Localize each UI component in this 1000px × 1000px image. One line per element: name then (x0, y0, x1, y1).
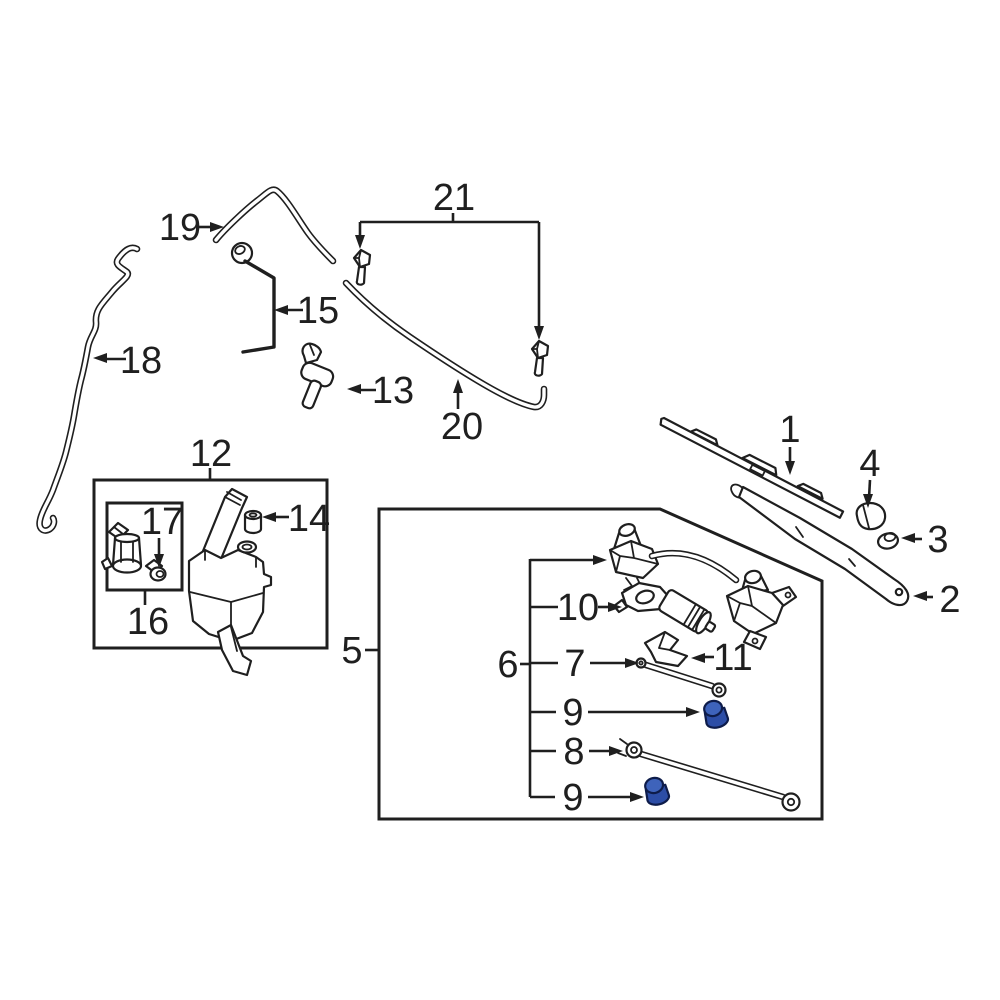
callout-20-label: 20 (441, 406, 483, 448)
callout-7: 7 (564, 643, 639, 685)
callout-5-label: 5 (341, 630, 362, 672)
callout-17-label: 17 (141, 501, 183, 543)
callout-21-label: 21 (433, 177, 475, 219)
hose-routing-bracket (241, 259, 276, 354)
grommet-dome (703, 699, 724, 718)
callout-11-label: 11 (713, 637, 752, 679)
reservoir-grommet (243, 509, 263, 535)
callout-9-upper: 9 (562, 692, 700, 734)
washer-hose-rear (36, 244, 141, 534)
callout-18-label: 18 (120, 340, 162, 382)
grommet-dome (644, 776, 665, 795)
callout-14: 14 (262, 498, 330, 540)
callout-12: 12 (190, 433, 232, 479)
washer-pump (100, 521, 143, 574)
washer-reservoir (187, 487, 273, 677)
callout-3: 3 (901, 519, 949, 561)
callout-1: 1 (779, 409, 801, 475)
pump-group-box (105, 501, 184, 592)
callout-21: 21 (355, 177, 544, 340)
callout-6: 6 (497, 644, 529, 686)
wiper-motor (612, 581, 717, 635)
callout-12-label: 12 (190, 433, 232, 475)
linkage-grommet-lower (644, 776, 671, 806)
washer-nozzle-right (530, 339, 550, 377)
linkage-group-box (377, 507, 824, 821)
callout-11: 11 (691, 637, 753, 679)
callout-2: 2 (913, 579, 961, 621)
washer-nozzle-left (352, 248, 372, 286)
callout-20: 20 (441, 379, 483, 448)
callout-2-label: 2 (939, 579, 960, 621)
motor-bracket (643, 630, 689, 668)
callout-8-label: 8 (563, 731, 584, 773)
callout-18: 18 (93, 340, 162, 382)
pump-grommet (144, 558, 167, 582)
pivot-cap (876, 532, 900, 550)
callout-15: 15 (274, 290, 339, 332)
callout-1-label: 1 (779, 409, 800, 451)
callout-15-label: 15 (297, 290, 339, 332)
callout-17: 17 (141, 501, 183, 568)
wiper-arm-cap (855, 501, 887, 531)
callout-8: 8 (563, 731, 623, 773)
linkage-grommet-upper (703, 699, 730, 729)
callout-9-lower-label: 9 (562, 777, 583, 819)
reservoir-group-box (92, 478, 329, 650)
washer-hose-front (342, 279, 548, 411)
callout-10: 10 (557, 587, 622, 629)
link-rod-top (648, 549, 740, 584)
wiper-arm (730, 483, 910, 607)
hose-grommet (230, 241, 254, 265)
callout-16-label: 16 (127, 601, 169, 643)
washer-hose-top (212, 186, 337, 265)
linkage-bracket-lines (528, 555, 607, 799)
link-rod-short (635, 657, 727, 698)
callout-13: 13 (347, 370, 414, 412)
callout-19: 19 (159, 207, 224, 249)
link-rod-long (617, 738, 801, 812)
callout-9-upper-label: 9 (562, 692, 583, 734)
callout-3-label: 3 (927, 519, 948, 561)
callout-4-label: 4 (859, 443, 880, 485)
callout-13-label: 13 (372, 370, 414, 412)
callout-7-label: 7 (564, 643, 585, 685)
callout-6-label: 6 (497, 644, 518, 686)
pivot-assembly-right (725, 569, 798, 651)
wiper-blade (659, 416, 845, 519)
nozzle-bracket (300, 342, 335, 410)
callout-5: 5 (341, 630, 378, 672)
callout-16: 16 (127, 591, 169, 643)
callout-14-label: 14 (288, 498, 330, 540)
callout-10-label: 10 (557, 587, 599, 629)
callout-19-label: 19 (159, 207, 201, 249)
callout-4: 4 (859, 443, 881, 508)
callout-9-lower: 9 (562, 777, 644, 819)
